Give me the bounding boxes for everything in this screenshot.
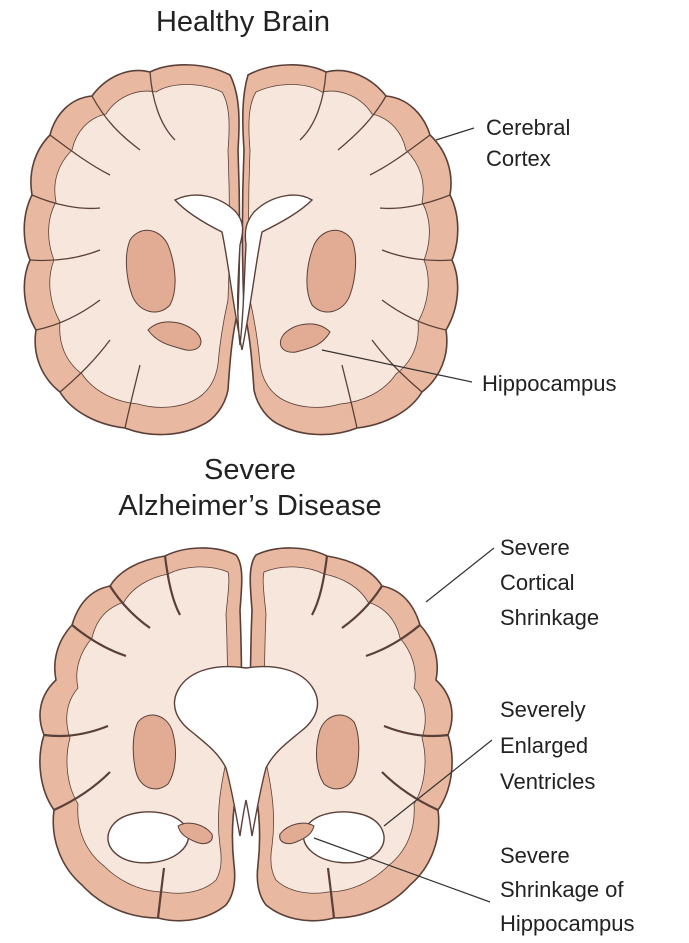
cortical-shrinkage-leader-line: [426, 548, 494, 602]
alzheimers-brain: [40, 548, 494, 921]
hippocampus-label: Hippocampus: [482, 368, 617, 399]
cerebral-cortex-label-line2: Cortex: [486, 143, 551, 174]
disease-title-line1: Severe: [120, 452, 380, 488]
enlarged-ventricles-label-line3: Ventricles: [500, 766, 595, 797]
cortex-leader-line: [436, 128, 474, 140]
cortical-shrinkage-label-line2: Cortical: [500, 567, 575, 598]
disease-left-temporal-horn: [108, 812, 188, 863]
disease-title-line2: Alzheimer’s Disease: [70, 488, 430, 524]
cortical-shrinkage-label-line3: Shrinkage: [500, 602, 599, 633]
hippocampus-shrinkage-label-line1: Severe: [500, 840, 570, 871]
disease-right-basal-ganglia: [317, 715, 359, 789]
cortical-shrinkage-label-line1: Severe: [500, 532, 570, 563]
hippocampus-shrinkage-label-line2: Shrinkage of: [500, 874, 624, 905]
healthy-brain-title: Healthy Brain: [120, 4, 366, 40]
enlarged-ventricles-label-line1: Severely: [500, 694, 586, 725]
cerebral-cortex-label-line1: Cerebral: [486, 112, 570, 143]
disease-right-temporal-horn: [304, 812, 384, 863]
hippocampus-shrinkage-label-line3: Hippocampus: [500, 908, 635, 939]
healthy-brain: [24, 65, 474, 435]
enlarged-ventricles-label-line2: Enlarged: [500, 730, 588, 761]
disease-left-basal-ganglia: [133, 715, 175, 789]
